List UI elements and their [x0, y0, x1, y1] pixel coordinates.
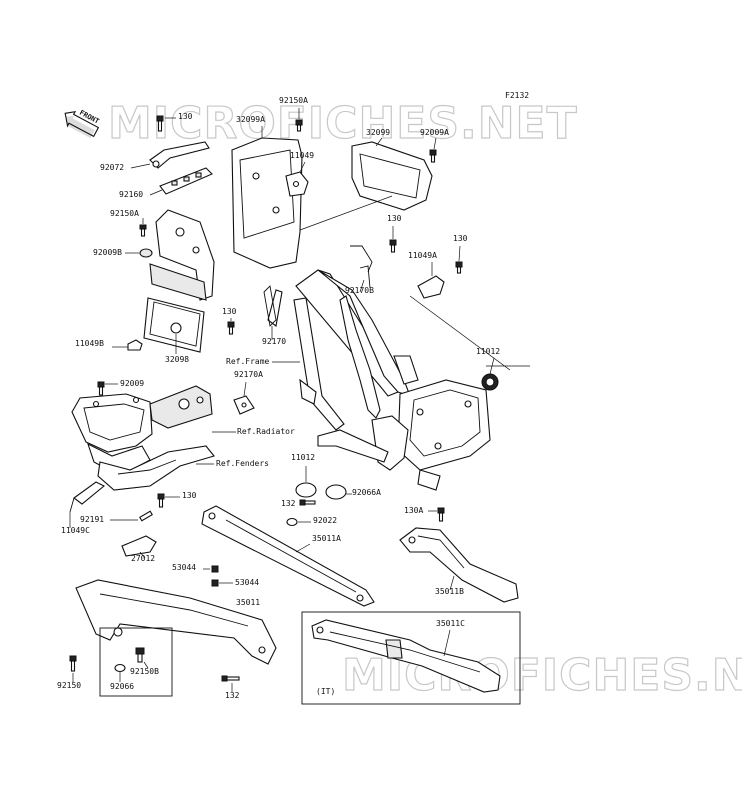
- part-label-l30: 92191: [80, 515, 104, 524]
- part-label-l23: Ref.Radiator: [237, 427, 295, 436]
- part-label-l44: (IT): [316, 687, 335, 696]
- diagram-code: F2132: [505, 91, 529, 100]
- pin-92191: [110, 510, 153, 522]
- cover-32099a: [231, 126, 303, 269]
- side-cover-32098: [143, 209, 215, 354]
- rubber-strip-92160: [149, 167, 213, 196]
- bolt-92009: [97, 381, 118, 396]
- part-label-l39: 35011C: [436, 619, 465, 628]
- frame-leader-right: [409, 295, 511, 371]
- bracket-11049c: [69, 481, 106, 528]
- bolt-130a: [428, 507, 445, 522]
- part-label-l32: 11049C: [61, 526, 90, 535]
- part-label-l10: 92009B: [93, 248, 122, 257]
- part-label-l1: 130: [178, 112, 193, 121]
- inset-box-it: [301, 611, 521, 705]
- stopper-53044-a: [203, 565, 219, 573]
- bolt-130-frame-a: [389, 226, 397, 253]
- plug-11012-left: [295, 466, 317, 498]
- grommet-92009b: [125, 248, 153, 258]
- part-label-l15: 130: [222, 307, 237, 316]
- rail-35011: [75, 579, 277, 665]
- part-label-l42: 92066: [110, 682, 134, 691]
- bracket-92170: [263, 285, 277, 340]
- bolt-130-frame-b: [455, 245, 463, 274]
- inset-box-92150b: [99, 627, 173, 697]
- part-label-l14: 92170B: [345, 286, 374, 295]
- bolt-130-left-frame: [227, 318, 235, 335]
- part-label-l26: 130: [182, 491, 197, 500]
- part-label-l4: 32099: [366, 128, 390, 137]
- part-label-l36: 53044: [235, 578, 259, 587]
- part-label-l41: 92150: [57, 681, 81, 690]
- bracket-92170a: [233, 381, 255, 415]
- part-label-l19: 11012: [476, 347, 500, 356]
- battery-case: [71, 393, 153, 477]
- inner-fender: [97, 445, 215, 491]
- part-label-l13: 11049A: [408, 251, 437, 260]
- clip-11049b: [112, 339, 143, 351]
- clip-11049: [285, 161, 309, 197]
- part-label-l3: 32099A: [236, 115, 265, 124]
- part-label-l12: 130: [453, 234, 468, 243]
- bracket-27012: [121, 535, 157, 559]
- part-label-l17: 11049B: [75, 339, 104, 348]
- bolt-92009a: [429, 137, 437, 163]
- part-label-l8: 92160: [119, 190, 143, 199]
- part-label-l5: 92009A: [420, 128, 449, 137]
- washer-92022: [286, 517, 311, 527]
- part-label-l28: 132: [281, 499, 296, 508]
- part-label-l25: Ref.Fenders: [216, 459, 269, 468]
- part-label-l38: 35011: [236, 598, 260, 607]
- part-label-l2: 92150A: [279, 96, 308, 105]
- part-label-l6: 11049: [290, 151, 314, 160]
- frame-assembly: [267, 269, 491, 491]
- bracket-92170b: [350, 245, 373, 293]
- cover-32099: [351, 137, 433, 211]
- part-label-l37: 35011B: [435, 587, 464, 596]
- watermark-top: MICROFICHES.NET: [108, 98, 578, 149]
- bracket-92072: [130, 141, 210, 169]
- bolt-92150a-top: [295, 108, 303, 132]
- part-label-l9: 92150A: [110, 209, 139, 218]
- cover-leader: [299, 195, 393, 231]
- callout-labels: 130 92150A 32099A 32099 92009A 11049 92072 9216…: [57, 96, 500, 700]
- part-label-l29: 130A: [404, 506, 423, 515]
- part-label-l34: 27012: [131, 554, 155, 563]
- part-label-l27: 92066A: [352, 488, 381, 497]
- bolt-132-lower: [221, 675, 240, 692]
- part-label-l18: 32098: [165, 355, 189, 364]
- part-label-l35: 53044: [172, 563, 196, 572]
- rail-35011a: [201, 505, 375, 607]
- grommet-11012-right: [481, 357, 499, 391]
- plug-92066a: [325, 484, 352, 500]
- part-label-l24: 11012: [291, 453, 315, 462]
- part-label-l22: 92009: [120, 379, 144, 388]
- part-label-l31: 92022: [313, 516, 337, 525]
- part-label-l16: 92170: [262, 337, 286, 346]
- part-label-l33: 35011A: [312, 534, 341, 543]
- part-label-l20: Ref.Frame: [226, 357, 270, 366]
- part-label-l7: 92072: [100, 163, 124, 172]
- bolt-92150a-left: [139, 218, 147, 237]
- part-label-l40: 92150B: [130, 667, 159, 676]
- rail-35011b: [399, 527, 519, 603]
- front-arrow-icon: [64, 111, 100, 139]
- part-label-l11: 130: [387, 214, 402, 223]
- clip-11049a: [417, 262, 445, 299]
- bolt-132-upper: [299, 499, 316, 506]
- bolt-130-mid: [157, 493, 180, 508]
- part-label-l21: 92170A: [234, 370, 263, 379]
- bolt-130-top: [156, 115, 176, 132]
- radiator-bracket: [149, 385, 213, 429]
- bolt-92150: [69, 655, 77, 682]
- part-label-l43: 132: [225, 691, 240, 700]
- stopper-53044-b: [211, 579, 233, 587]
